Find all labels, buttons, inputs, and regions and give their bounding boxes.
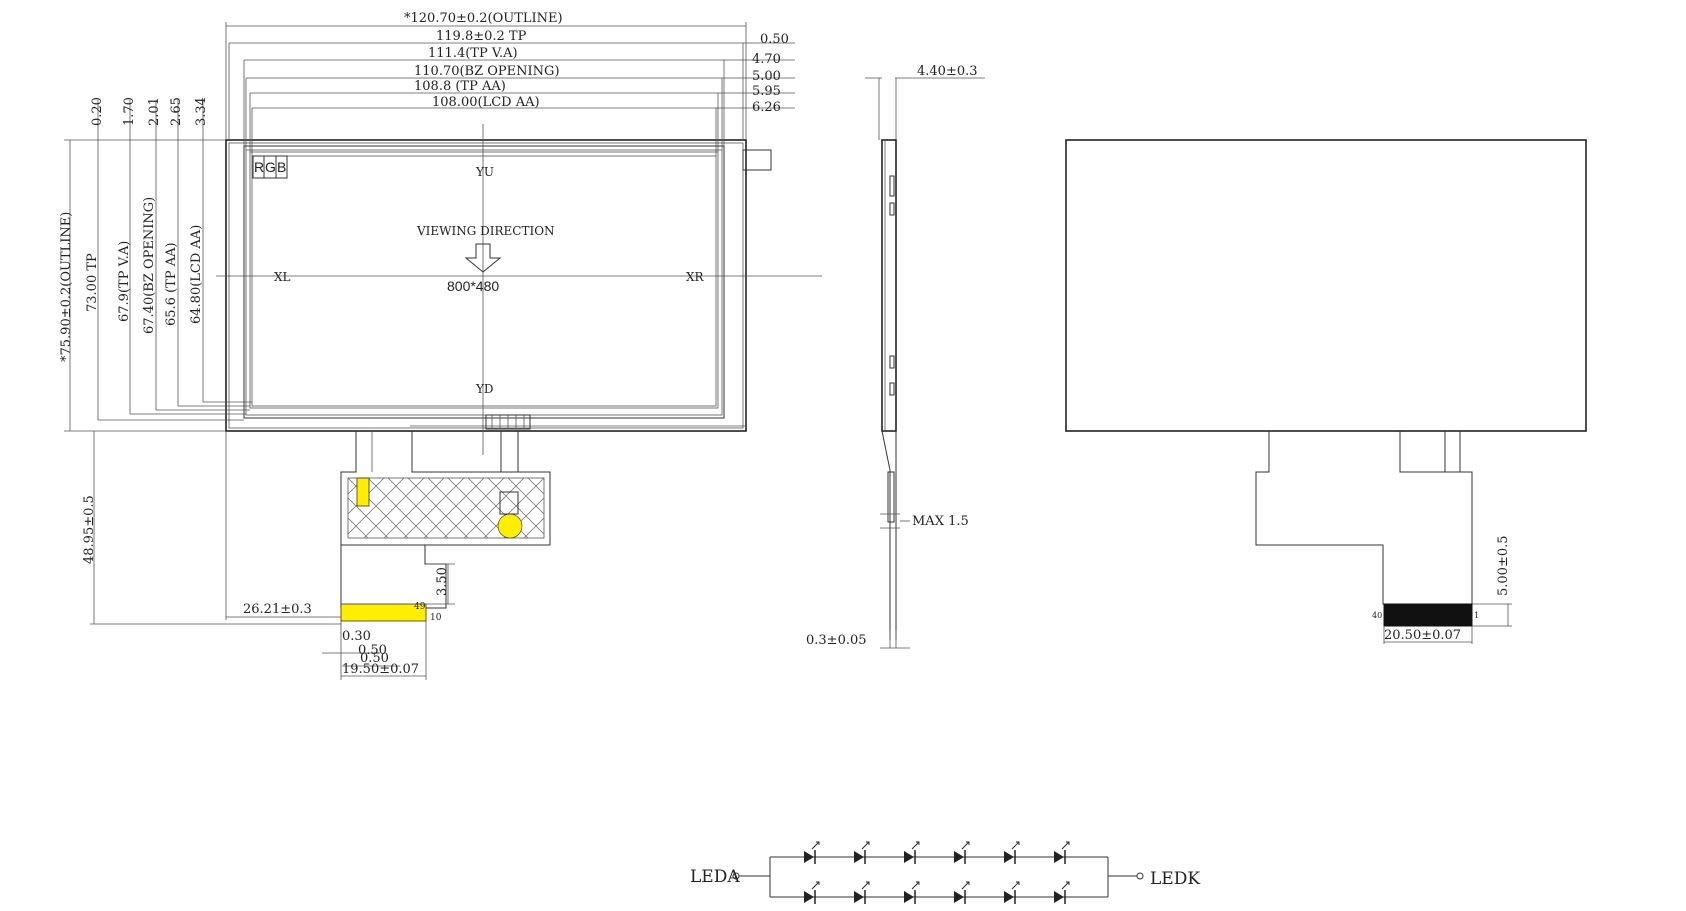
rgb-b: B (277, 159, 286, 175)
yu-label: YU (475, 165, 494, 179)
led-diode-icon (954, 881, 970, 904)
back-outline (1065, 139, 1587, 432)
dim-right-0: 0.50 (760, 32, 789, 47)
dim-right-4: 6.26 (752, 100, 781, 115)
offset-3: 2.65 (169, 97, 184, 126)
viewing-arrow-icon (464, 243, 502, 273)
dim-fpc-pitch-c: 0.50 (360, 651, 389, 666)
fpc-component-right (497, 513, 523, 539)
side-view: 4.40±0.3 MAX 1.5 0.3±0.05 (806, 64, 985, 649)
back-pin-40: 40 (1372, 611, 1382, 620)
led-circuit: LEDA LEDK (690, 841, 1200, 904)
dim-top-0: *120.70±0.2(OUTLINE) (404, 11, 563, 26)
dim-top-2: 111.4(TP V.A) (428, 46, 518, 61)
led-diode-icon (804, 841, 820, 864)
rgb-r: R (254, 159, 264, 175)
dim-left-5: 64.80(LCD AA) (189, 225, 204, 324)
side-fpc (881, 430, 897, 640)
led-diode-icon (1004, 881, 1020, 904)
led-diode-icon (1054, 841, 1070, 864)
yd-label: YD (475, 382, 494, 396)
dim-right-2: 5.00 (752, 69, 781, 84)
dim-top-4: 108.8 (TP AA) (414, 79, 506, 94)
xr-label: XR (686, 270, 705, 284)
dim-back-fpc-len: 5.00±0.5 (1496, 535, 1511, 596)
fpc-component-left (356, 477, 370, 507)
dim-fpc-offset: 26.21±0.3 (243, 602, 312, 617)
fpc-hatch (347, 477, 545, 539)
dim-fpc-thk: 0.3±0.05 (806, 633, 867, 648)
back-fpc-outline (1255, 431, 1473, 605)
dim-fpc-pitch-a: 0.30 (342, 629, 371, 644)
dim-top-3: 110.70(BZ OPENING) (414, 64, 560, 79)
offset-1: 1.70 (122, 97, 137, 126)
dim-left-3: 67.40(BZ OPENING) (142, 197, 157, 334)
led-diode-icon (804, 881, 820, 904)
tp-aa-rect (249, 151, 719, 409)
tp-tail (742, 149, 772, 171)
side-glass (881, 139, 897, 432)
rgb-box: R G B (252, 155, 288, 179)
resolution-label: 800*480 (447, 278, 499, 294)
tpva-rect (243, 145, 725, 419)
led-diode-icon (1054, 881, 1070, 904)
dim-fpc-pin-top: 3.50 (435, 567, 450, 596)
fpc-gold-fingers (340, 603, 427, 622)
offset-0: 0.20 (90, 97, 105, 126)
viewing-direction: VIEWING DIRECTION (416, 224, 555, 238)
dim-max: MAX 1.5 (912, 514, 969, 529)
pin-10: 10 (430, 613, 442, 623)
dim-fpc-height: 48.95±0.5 (82, 495, 97, 564)
bz-opening-rect (245, 149, 723, 416)
back-view: 40 1 5.00±0.5 20.50±0.07 (1065, 139, 1587, 644)
dim-left-1: 73.00 TP (85, 253, 100, 312)
top-dimensions: *120.70±0.2(OUTLINE) 119.8±0.2 TP 111.4(… (225, 11, 795, 156)
pin-49: 49 (414, 602, 426, 612)
led-anode-label: LEDA (690, 867, 740, 887)
led-diode-icon (954, 841, 970, 864)
lcd-aa-rect (251, 155, 717, 407)
dim-right-3: 5.95 (752, 84, 781, 99)
fpc-hatched-area (347, 477, 545, 539)
xl-label: XL (274, 270, 291, 284)
outline-rect (225, 139, 747, 432)
dim-left-2: 67.9(TP V.A) (117, 241, 132, 322)
dim-left-4: 65.6 (TP AA) (164, 242, 179, 326)
rgb-g: G (265, 159, 276, 175)
cathode-terminal (1136, 872, 1144, 880)
front-view: R G B YU YD XL XR VIEWING DIRECTION 800*… (216, 124, 822, 623)
dim-left-0: *75.90±0.2(OUTLINE) (59, 212, 74, 362)
dim-top-5: 108.00(LCD AA) (432, 95, 540, 110)
led-diode-icon (904, 841, 920, 864)
dim-top-1: 119.8±0.2 TP (436, 29, 527, 44)
led-diode-icon (904, 881, 920, 904)
dim-back-fpc-width: 20.50±0.07 (1384, 628, 1461, 643)
offset-4: 3.34 (194, 97, 209, 126)
offset-2: 2.01 (147, 97, 162, 126)
back-gold-fingers (1383, 603, 1473, 627)
left-dimensions: *75.90±0.2(OUTLINE) 73.00 TP 67.9(TP V.A… (59, 97, 455, 680)
dim-right-1: 4.70 (752, 52, 781, 67)
led-diode-icon (854, 881, 870, 904)
led-diode-icon (1004, 841, 1020, 864)
led-diode-icon (854, 841, 870, 864)
dim-fpc-width: 19.50±0.07 (342, 662, 419, 677)
dim-thickness: 4.40±0.3 (917, 64, 978, 79)
dim-fpc-pitch-b: 0.50 (358, 643, 387, 658)
back-pin-1: 1 (1474, 611, 1479, 620)
led-cathode-label: LEDK (1150, 869, 1200, 889)
